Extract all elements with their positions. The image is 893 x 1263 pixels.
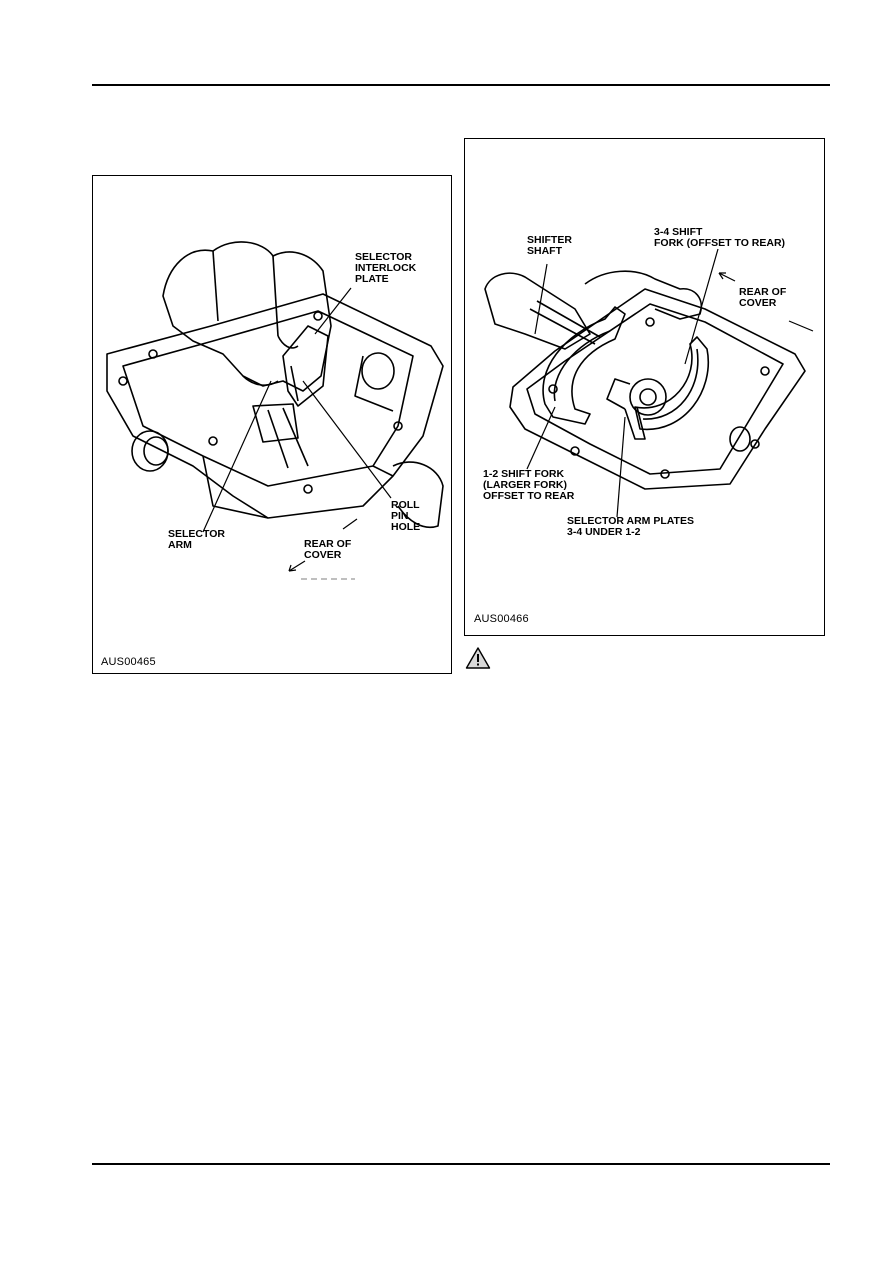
rear-arrow-top xyxy=(718,272,736,282)
label-rear-of-cover: REAR OF COVER xyxy=(739,286,787,309)
leader-shifter-shaft xyxy=(534,263,548,335)
leader-roll-pin xyxy=(302,380,392,499)
illustration-shift-forks xyxy=(484,248,814,518)
label-12-shift-fork: 1-2 SHIFT FORK (LARGER FORK) OFFSET TO R… xyxy=(483,468,575,502)
figure-selector-interlock: SELECTOR INTERLOCK PLATE ROLL PIN HOLE S… xyxy=(92,175,452,674)
rear-line xyxy=(788,320,814,332)
label-roll-pin-hole: ROLL PIN HOLE xyxy=(391,499,421,533)
figure-code: AUS00465 xyxy=(101,656,156,668)
leader-12-fork xyxy=(526,406,556,470)
figure-shift-forks: SHIFTER SHAFT 3-4 SHIFT FORK (OFFSET TO … xyxy=(464,138,825,636)
leader-selector-arm xyxy=(202,380,272,533)
header-rule xyxy=(92,84,830,86)
label-selector-interlock-plate: SELECTOR INTERLOCK PLATE xyxy=(355,251,417,285)
leader-34-fork xyxy=(684,248,719,365)
warning-triangle-icon xyxy=(465,647,491,669)
label-34-shift-fork: 3-4 SHIFT FORK (OFFSET TO REAR) xyxy=(654,226,786,249)
rear-arrow xyxy=(288,560,306,572)
figure-code: AUS00466 xyxy=(474,613,529,625)
footer-rule xyxy=(92,1163,830,1165)
illustration-selector-arm xyxy=(106,241,444,580)
label-selector-arm: SELECTOR ARM xyxy=(168,528,225,551)
label-shifter-shaft: SHIFTER SHAFT xyxy=(527,234,572,257)
leader-plates xyxy=(616,416,626,518)
leader-rear-cover xyxy=(342,518,358,530)
leader-interlock-plate xyxy=(314,287,352,335)
label-rear-of-cover: REAR OF COVER xyxy=(304,538,352,561)
label-selector-arm-plates: SELECTOR ARM PLATES 3-4 UNDER 1-2 xyxy=(567,515,694,538)
